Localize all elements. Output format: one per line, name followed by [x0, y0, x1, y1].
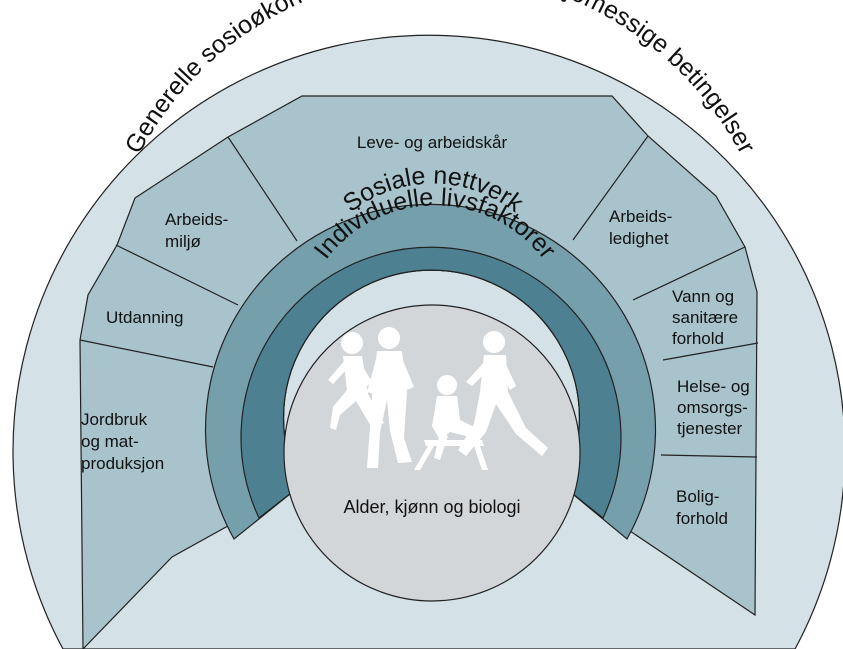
core-label: Alder, kjønn og biologi — [343, 497, 520, 517]
sector-dividers — [79, 135, 759, 458]
core-circle — [283, 304, 581, 602]
individual-factors-ring — [240, 246, 622, 519]
sector-label-housing: Bolig- forhold — [676, 487, 728, 528]
sector-label-unemployment: Arbeids- ledighet — [609, 207, 677, 248]
living-working-conditions-label: Leve- og arbeidskår — [357, 133, 508, 152]
people-silhouettes-icon — [328, 327, 548, 470]
sector-label-education: Utdanning — [106, 308, 184, 327]
sector-label-work-environment: Arbeids- miljø — [165, 210, 233, 251]
sector-label-agriculture: Jordbruk og mat- produksjon — [81, 410, 164, 473]
sector-label-health-services: Helse- og omsorgs- tjenester — [677, 377, 755, 438]
sector-label-water-sanitation: Vann og sanitære forhold — [672, 287, 743, 348]
